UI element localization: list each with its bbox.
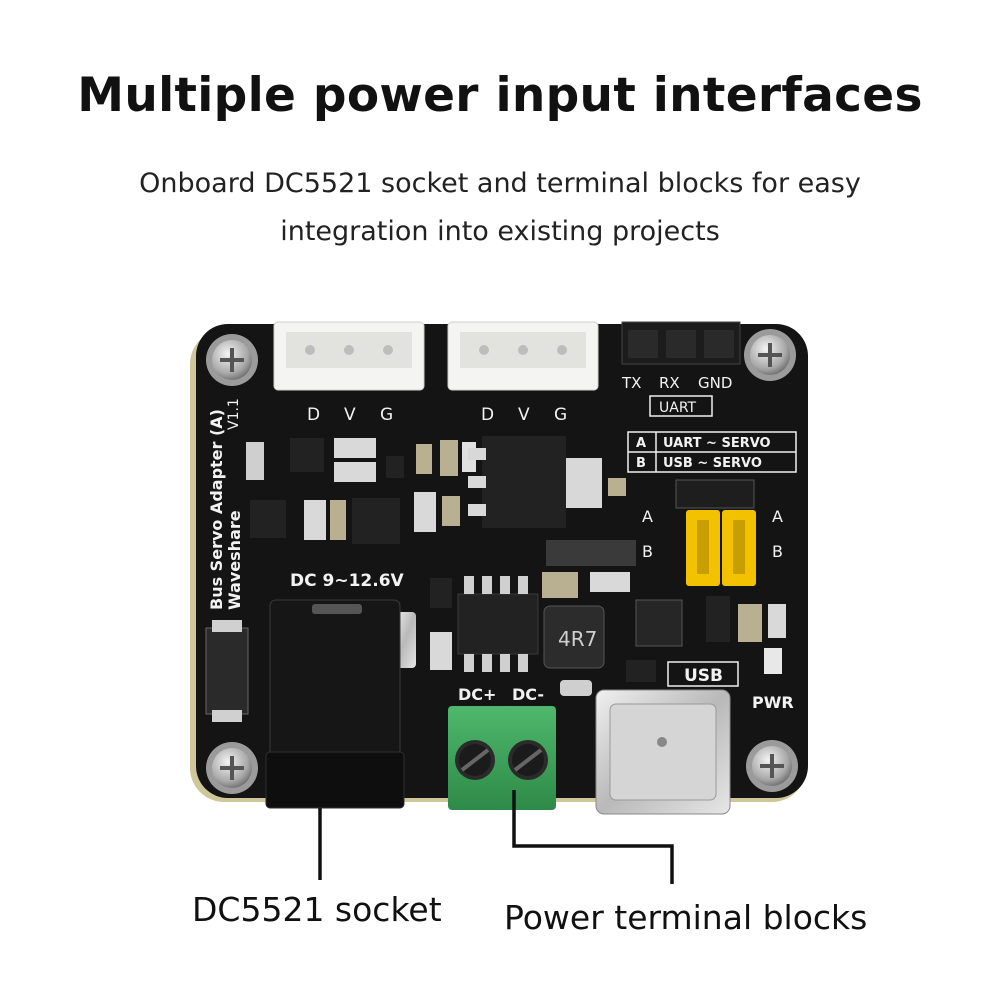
servo2-pin-v: V: [518, 405, 530, 425]
voltage-regulator: [468, 436, 602, 528]
uart-label: UART: [659, 400, 697, 416]
mode-a-text: UART ~ SERVO: [663, 436, 771, 451]
uart-header: [621, 321, 741, 365]
screw-top-left: [206, 334, 258, 386]
dc-minus-label: DC-: [512, 685, 544, 704]
jumper-right-b: B: [772, 542, 783, 561]
usb-c-port: [595, 689, 731, 815]
dc5521-socket: [265, 599, 416, 809]
usb-label: USB: [684, 666, 723, 686]
servo1-pin-v: V: [344, 405, 356, 425]
ic-chip: [457, 576, 539, 672]
servo1-pin-g: G: [380, 405, 393, 425]
servo2-pin-g: G: [554, 405, 567, 425]
board-version: V1.1: [226, 398, 242, 430]
subtitle-line-2: integration into existing projects: [280, 216, 720, 247]
uart-pin-gnd: GND: [698, 374, 732, 392]
jumper-block: [675, 479, 756, 586]
callout-dc-socket: DC5521 socket: [192, 890, 442, 929]
subtitle-line-1: Onboard DC5521 socket and terminal block…: [139, 168, 861, 199]
callout-line-terminal: [512, 790, 674, 884]
smd-components: [246, 438, 786, 696]
jumper-right-a: A: [772, 507, 783, 526]
voltage-label: DC 9~12.6V: [290, 571, 405, 591]
screw-bottom-left: [206, 742, 258, 794]
mode-b-text: USB ~ SERVO: [663, 456, 762, 471]
mode-b-key: B: [636, 456, 646, 471]
mode-a-key: A: [636, 436, 646, 451]
jumper-left-a: A: [642, 507, 653, 526]
power-terminal-block: [448, 706, 556, 810]
callout-terminal-blocks: Power terminal blocks: [504, 898, 868, 937]
servo1-pin-d: D: [307, 405, 320, 425]
diode: [205, 620, 249, 722]
inductor-label: 4R7: [558, 627, 597, 651]
dc-plus-label: DC+: [458, 685, 496, 704]
board-brand: Waveshare: [225, 510, 244, 610]
mode-table: [627, 431, 797, 473]
screw-top-right: [744, 329, 796, 381]
jumper-left-b: B: [642, 542, 653, 561]
screw-bottom-right: [746, 740, 798, 792]
board-name: Bus Servo Adapter (A): [207, 409, 226, 610]
uart-pin-rx: RX: [659, 374, 680, 392]
servo-connector-2: [447, 321, 599, 391]
pwr-label: PWR: [752, 693, 794, 712]
headline: Multiple power input interfaces: [77, 68, 923, 123]
uart-pin-tx: TX: [621, 374, 641, 392]
inductor: 4R7: [543, 605, 605, 669]
servo2-pin-d: D: [481, 405, 494, 425]
servo-connector-1: [273, 321, 425, 391]
